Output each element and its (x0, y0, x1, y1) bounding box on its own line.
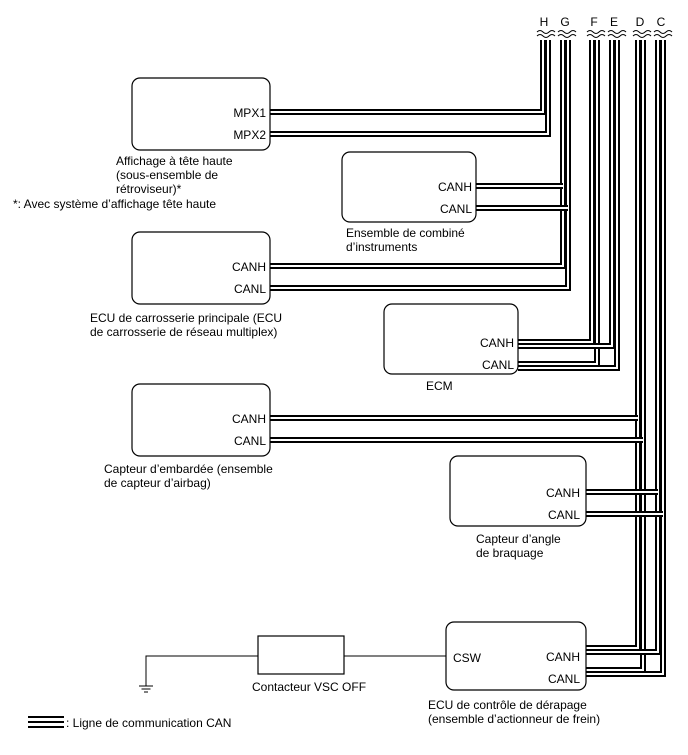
body-ecu-caption-line1: ECU de carrosserie principale (ECU (90, 311, 282, 325)
vsc-off-switch-circuit: Contacteur VSC OFF (139, 635, 446, 694)
bus-label-c: C (657, 15, 666, 29)
meter-caption-line1: Ensemble de combiné (346, 226, 465, 240)
can-line-legend-icon (28, 716, 64, 728)
body-ecu-pin-canh: CANH (232, 260, 266, 274)
yaw-pin-canh: CANH (232, 412, 266, 426)
bus-label-e: E (610, 15, 618, 29)
can-bus-f (518, 40, 600, 367)
can-bus-c (586, 40, 666, 677)
skid-caption-line1: ECU de contrôle de dérapage (428, 698, 587, 712)
hud-caption-line1: Affichage à tête haute (116, 154, 233, 168)
steering-pin-canh: CANH (546, 486, 580, 500)
steering-caption-line1: Capteur d’angle (476, 532, 561, 546)
main-body-ecu-module: CANH CANL ECU de carrosserie principale … (90, 231, 282, 339)
combination-meter-module: CANH CANL Ensemble de combiné d’instrume… (341, 151, 477, 254)
skid-pin-csw: CSW (453, 651, 482, 665)
skid-caption-line2: (ensemble d’actionneur de frein) (428, 712, 600, 726)
bus-label-h: H (540, 15, 549, 29)
steering-caption-line2: de braquage (476, 546, 544, 560)
skid-control-ecu-module: CSW CANH CANL ECU de contrôle de dérapag… (428, 621, 600, 726)
ecm-caption: ECM (426, 379, 453, 393)
body-ecu-caption-line2: de carrosserie de réseau multiplex) (90, 325, 277, 339)
meter-pin-canh: CANH (438, 180, 472, 194)
meter-pin-canl: CANL (440, 202, 472, 216)
can-bus-g (270, 40, 571, 291)
yaw-caption-line2: de capteur d’airbag) (104, 476, 211, 490)
ecm-pin-canh: CANH (480, 336, 514, 350)
hud-caption-line3: rétroviseur)* (116, 182, 182, 196)
yaw-caption-line1: Capteur d’embardée (ensemble (104, 462, 273, 476)
hud-pin-mpx2: MPX2 (233, 128, 266, 142)
yaw-rate-sensor-module: CANH CANL Capteur d’embardée (ensemble d… (104, 383, 273, 490)
can-bus-h (270, 40, 551, 137)
bus-break-marks (536, 30, 673, 38)
legend: : Ligne de communication CAN (28, 716, 231, 730)
steering-angle-sensor-module: CANH CANL Capteur d’angle de braquage (449, 455, 587, 560)
hud-pin-mpx1: MPX1 (233, 106, 266, 120)
meter-caption-line2: d’instruments (346, 240, 417, 254)
hud-footnote: *: Avec système d’affichage tête haute (13, 197, 216, 211)
can-bus-e (518, 40, 620, 371)
bus-label-d: D (636, 15, 645, 29)
can-bus-g-meter-branch (476, 183, 568, 211)
vsc-off-switch (257, 635, 345, 675)
skid-pin-canl: CANL (548, 672, 580, 686)
ground-icon (139, 685, 153, 693)
can-bus-d (270, 40, 646, 673)
body-ecu-pin-canl: CANL (234, 282, 266, 296)
bus-label-g: G (560, 15, 569, 29)
skid-pin-canh: CANH (546, 650, 580, 664)
steering-pin-canl: CANL (548, 508, 580, 522)
hud-module: MPX1 MPX2 Affichage à tête haute (sous-e… (13, 77, 271, 211)
bus-label-f: F (590, 15, 597, 29)
ecm-pin-canl: CANL (482, 358, 514, 372)
legend-label: : Ligne de communication CAN (66, 716, 231, 730)
hud-caption-line2: (sous-ensemble de (116, 168, 218, 182)
ecm-module: CANH CANL ECM (383, 303, 519, 393)
vsc-off-switch-label: Contacteur VSC OFF (252, 680, 366, 694)
yaw-pin-canl: CANL (234, 434, 266, 448)
